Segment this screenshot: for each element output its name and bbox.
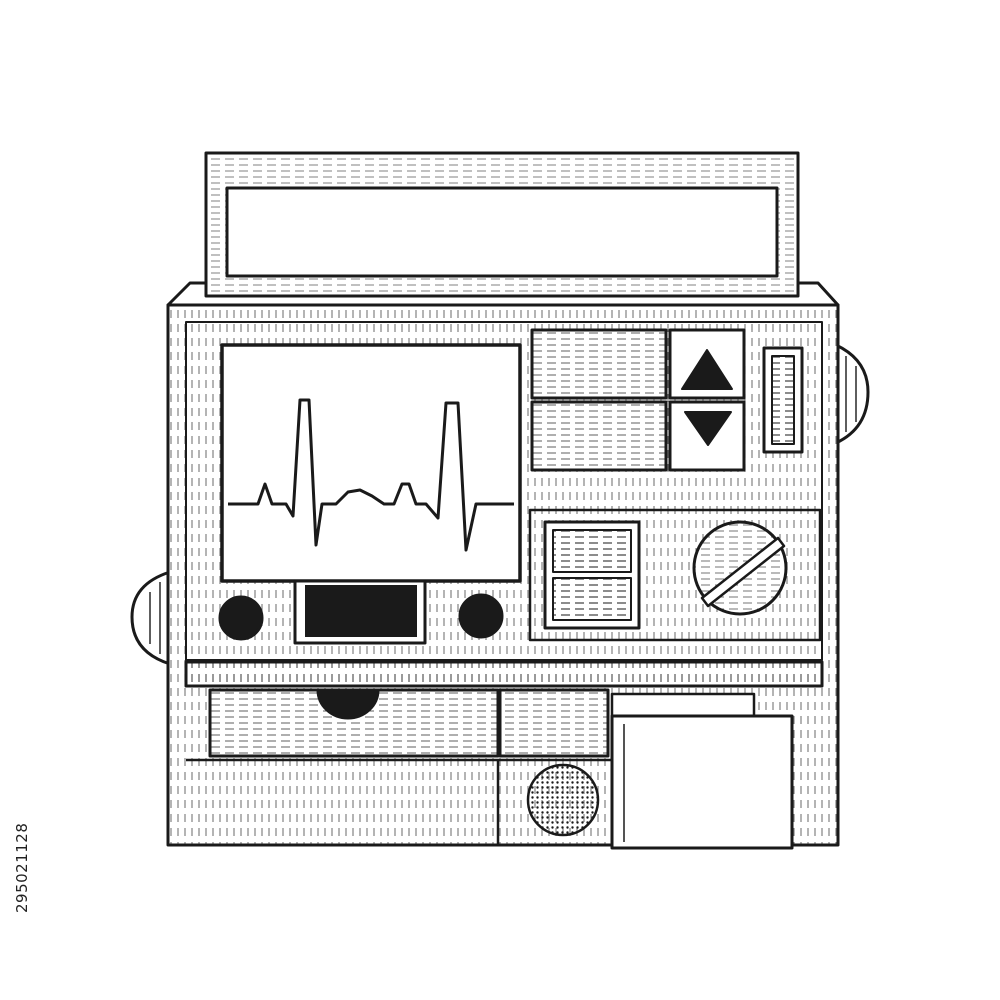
energy-panel [528, 508, 822, 642]
slot-indicator [762, 346, 804, 454]
stock-id-text: 295021128 [13, 822, 31, 914]
paddle-compartment [610, 692, 794, 850]
side-knob-right [834, 343, 870, 445]
base-section [186, 758, 612, 845]
control-panel [530, 328, 746, 472]
up-arrow-icon [681, 349, 733, 390]
right-knob-button [458, 593, 504, 639]
separator-band [184, 660, 824, 688]
ecg-trace [228, 398, 514, 552]
left-knob-button [218, 595, 264, 641]
speaker-grille [526, 763, 600, 837]
side-knob-left [130, 570, 172, 666]
ecg-screen [220, 343, 522, 583]
down-arrow-icon [684, 411, 732, 446]
lower-middle-panel [498, 688, 610, 758]
top-handle [204, 151, 800, 298]
lower-left-drawer [208, 688, 500, 758]
screen-tab [293, 579, 427, 645]
energy-dial [692, 520, 788, 616]
